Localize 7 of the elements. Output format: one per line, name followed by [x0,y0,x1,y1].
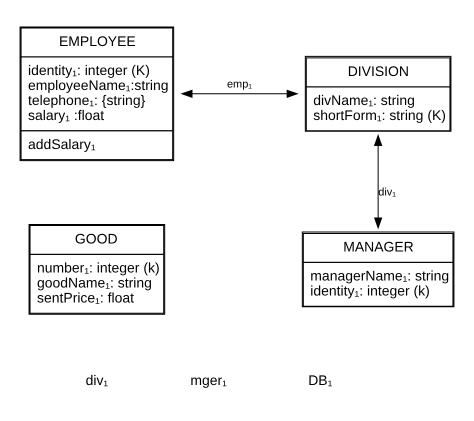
edge-label: emp₁ [226,78,252,90]
label: mger₁ [190,371,227,388]
label: div₁ [86,371,108,388]
edge-label: div₁ [378,186,396,198]
arrow [180,89,299,98]
label: DB₁ [308,371,332,388]
arrow [374,133,382,229]
